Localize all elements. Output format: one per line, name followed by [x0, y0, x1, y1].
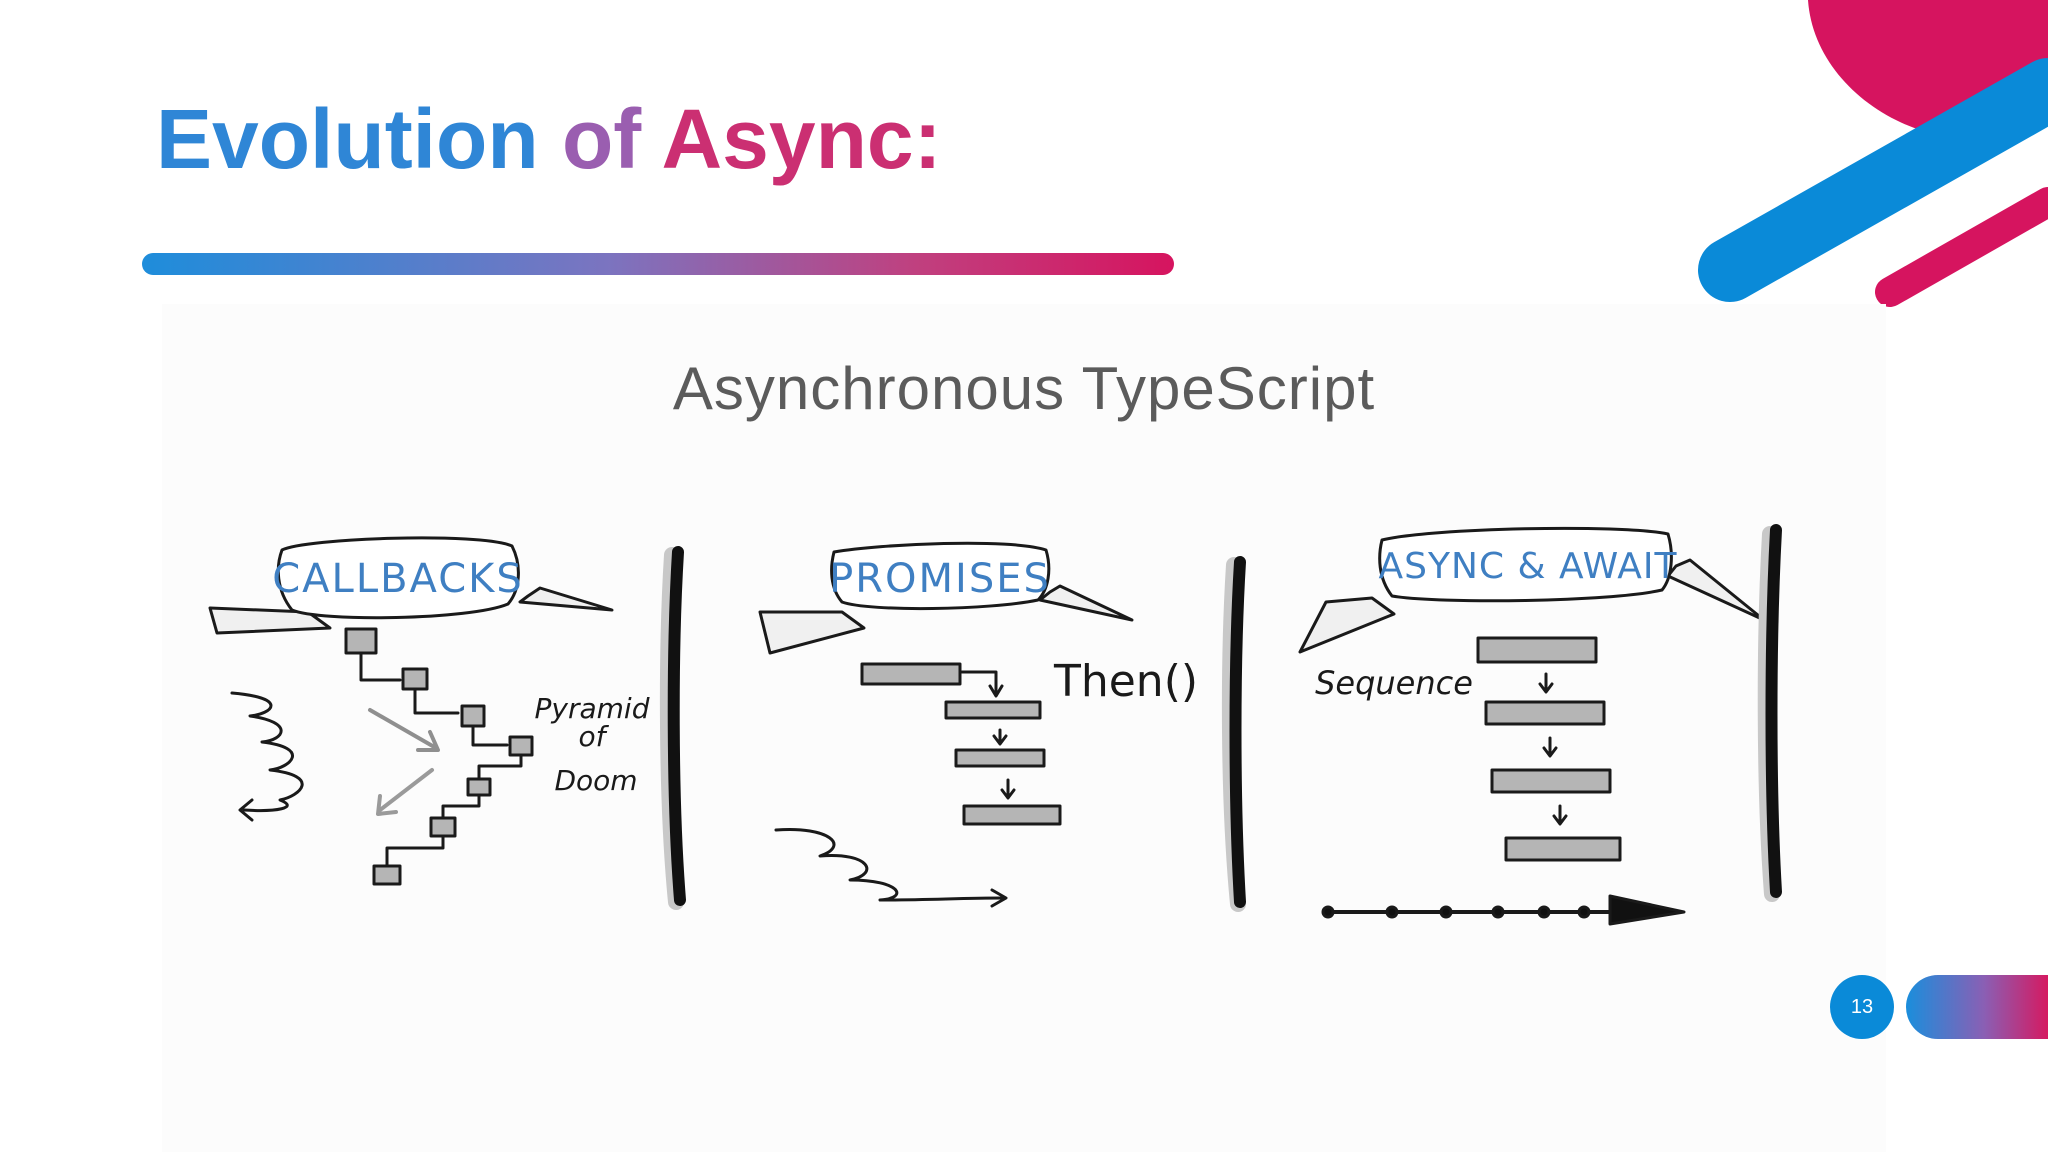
- sequence-label: Sequence: [1315, 664, 1473, 702]
- title-underline-bar: [142, 253, 1174, 275]
- doom-label: Doom: [554, 764, 637, 797]
- footer-accent-bar: [1906, 975, 2048, 1039]
- slide-title: Evolution of Async:: [156, 84, 942, 194]
- await-sequence-bars: [1476, 636, 1622, 862]
- callbacks-banner-label: CALLBACKS: [272, 556, 524, 602]
- of-label: of: [579, 720, 610, 753]
- then-label: Then(): [1053, 656, 1198, 707]
- async-await-banner: [1298, 526, 1766, 654]
- pyramid-of-doom-boxes: [344, 627, 534, 886]
- slide-title-evolution: Evolution: [156, 92, 562, 186]
- async-await-banner-label: ASYNC & AWAIT: [1378, 546, 1677, 587]
- slide-title-async: Async:: [661, 92, 942, 186]
- promises-banner: [758, 541, 1134, 655]
- callbacks-banner: [208, 536, 614, 635]
- callback-squiggle-arrow: [230, 691, 440, 822]
- embedded-video-frame[interactable]: Asynchronous TypeScript: [162, 304, 1886, 1152]
- promises-banner-label: PROMISES: [829, 556, 1051, 602]
- page-number-badge: 13: [1830, 975, 1894, 1039]
- corner-decoration: [1698, 0, 2048, 307]
- video-heading: Asynchronous TypeScript: [672, 355, 1376, 422]
- promise-squiggle-arrow: [774, 827, 1008, 908]
- pyramid-label: Pyramid: [535, 692, 650, 725]
- promise-chain-bars: [860, 662, 1062, 826]
- slide-title-of: of: [561, 92, 662, 186]
- async-sketch-illustration: CALLBACKS PROMISES ASYNC & AWAIT Pyramid…: [208, 524, 1782, 926]
- sequence-timeline-arrow: [1321, 894, 1686, 926]
